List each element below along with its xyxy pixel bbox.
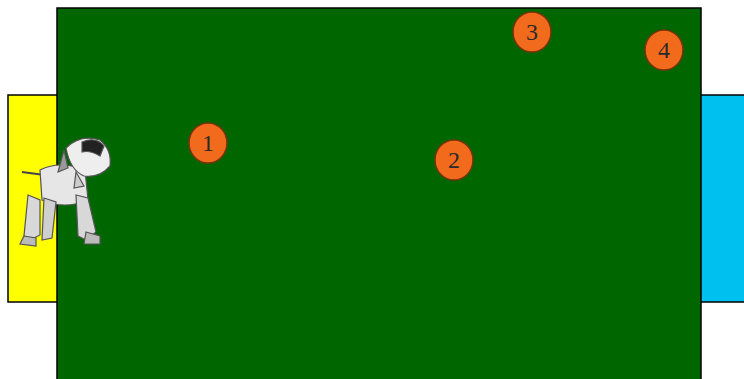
ball-marker: 1: [188, 122, 228, 164]
robot-dog: [20, 138, 110, 246]
field: [57, 8, 701, 379]
callout-number: 1: [202, 131, 214, 155]
callout-number: 3: [526, 20, 538, 44]
ball-marker: 4: [644, 29, 684, 71]
ball-marker: 2: [434, 139, 474, 181]
callout-number: 2: [448, 148, 460, 172]
blue-goal: [700, 95, 744, 302]
callout-number: 4: [658, 38, 670, 62]
ball-marker: 3: [512, 11, 552, 53]
